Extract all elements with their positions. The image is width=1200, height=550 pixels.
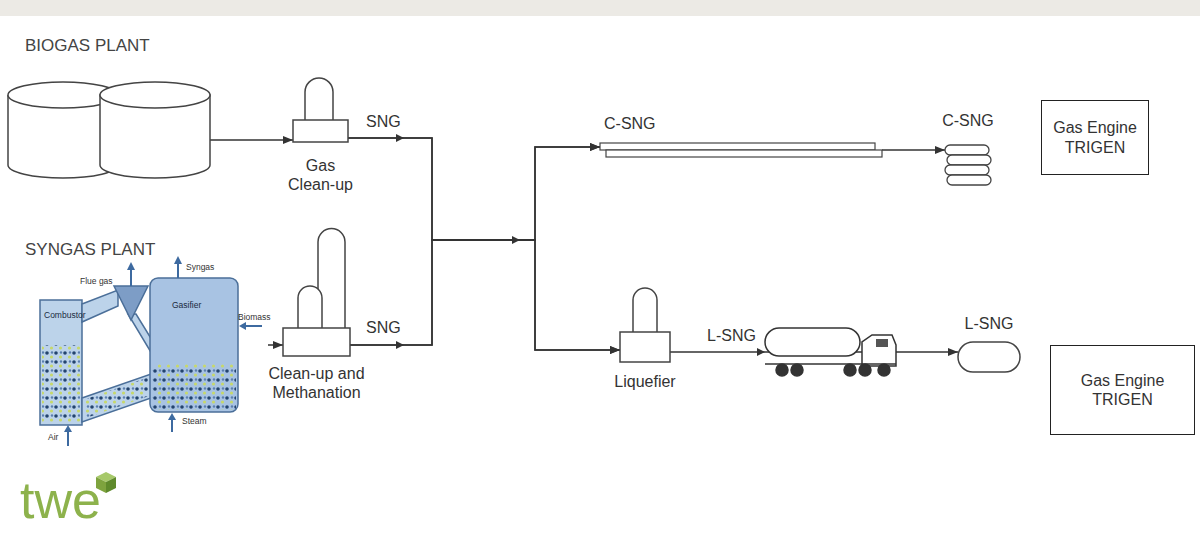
methanation-unit	[283, 328, 350, 356]
unit-label: C-SNG	[604, 114, 656, 133]
logo-wordmark: twe	[20, 474, 101, 526]
unit-label: Clean-up and Methanation	[262, 364, 372, 402]
biogas-plant: BIOGAS PLANT	[8, 80, 210, 180]
unit-label: BIOGAS PLANT	[25, 36, 150, 56]
flow-connector	[348, 138, 600, 240]
process-flow-arrow	[64, 256, 262, 446]
gas-cleanup-unit	[293, 120, 348, 142]
process-flow-arrow	[177, 262, 179, 278]
unit-label: L-SNG	[954, 314, 1024, 333]
tanker-truck	[791, 364, 803, 376]
pipeline: C-SNG	[600, 142, 882, 158]
process-flow-arrow	[171, 418, 173, 432]
tanker-truck	[859, 364, 871, 376]
process-flow-arrow	[130, 268, 132, 286]
syngas-plant-illustration	[152, 364, 236, 410]
flow-label: L-SNG	[705, 326, 758, 345]
syngas-plant-illustration	[114, 286, 148, 320]
tanker-truck	[878, 364, 890, 376]
syngas-plant-illustration	[42, 345, 80, 423]
flow-arrowhead	[396, 134, 404, 142]
part-label: Combustor	[44, 310, 86, 320]
syngas-plant-illustration	[82, 290, 118, 322]
tanker-truck	[844, 364, 856, 376]
lng-tank	[958, 342, 1020, 372]
syngas-plant-illustration	[40, 278, 238, 425]
methanation-unit	[283, 229, 350, 357]
syngas-plant: SYNGAS PLANTFlue gasSyngasCombustorGasif…	[40, 262, 268, 440]
tanker-truck	[862, 335, 896, 366]
methanation-unit	[298, 286, 322, 330]
flow-connector	[348, 138, 620, 350]
part-label: Flue gas	[80, 276, 113, 286]
part-label: Air	[48, 432, 58, 442]
part-label: Biomass	[238, 312, 271, 322]
logo-cube	[106, 477, 116, 493]
unit-label: Gas Clean-up	[285, 156, 357, 194]
top-band	[0, 0, 1200, 16]
gas-cleanup-unit	[305, 78, 333, 122]
lng-tank	[958, 342, 1020, 372]
gas-cylinders	[945, 145, 989, 155]
flow-arrowhead	[757, 348, 765, 356]
top-band	[0, 0, 1200, 16]
pipeline	[606, 150, 882, 157]
part-label: Steam	[182, 416, 207, 426]
engine-box: Gas Engine TRIGEN	[1041, 100, 1149, 175]
gas-cylinders	[945, 165, 989, 175]
unit-label: SYNGAS PLANT	[25, 240, 155, 260]
gas-cylinders	[947, 155, 991, 165]
process-flow-arrow	[67, 430, 69, 446]
biogas-tanks	[100, 82, 210, 108]
flow-connector	[882, 149, 945, 151]
flow-label: SNG	[364, 112, 403, 131]
liquefier-unit: Liquefier	[620, 288, 670, 362]
process-flow-arrow	[168, 413, 176, 420]
tanker-truck	[765, 328, 860, 356]
flow-label: SNG	[364, 318, 403, 337]
flow-connector	[268, 344, 283, 346]
tanker-truck	[776, 364, 788, 376]
part-label: Syngas	[186, 262, 214, 272]
process-flow-arrow	[174, 256, 182, 264]
methanation-unit: Clean-up and Methanation	[283, 228, 350, 356]
flow-arrowhead	[396, 341, 404, 349]
flow-connector	[350, 240, 620, 350]
gas-cylinders	[945, 145, 991, 185]
flow-connector	[350, 147, 600, 345]
liquefier-unit	[620, 332, 670, 362]
gas-cylinders: C-SNG	[945, 143, 991, 187]
flow-arrowhead	[512, 236, 520, 244]
flow-connector	[210, 139, 293, 141]
box-label: Gas Engine TRIGEN	[1077, 371, 1169, 409]
process-flow-arrow	[239, 322, 246, 330]
tanker-truck	[876, 339, 888, 347]
process-flow-arrow	[244, 325, 262, 327]
syngas-plant-illustration	[82, 374, 151, 422]
cleanup-unit: Gas Clean-up	[293, 78, 348, 142]
gas-cylinders	[947, 175, 991, 185]
lng-tank: L-SNG	[958, 342, 1020, 372]
flow-arrowhead	[396, 134, 765, 356]
syngas-plant-illustration	[150, 278, 238, 412]
unit-label: Liquefier	[605, 372, 685, 391]
liquefier-unit	[633, 288, 657, 334]
unit-label: C-SNG	[933, 111, 1003, 130]
pipeline	[600, 143, 875, 150]
biogas-tanks	[8, 82, 210, 178]
box-label: Gas Engine TRIGEN	[1049, 118, 1141, 156]
process-flow-arrow	[127, 262, 135, 270]
part-label: Gasifier	[172, 300, 201, 310]
syngas-plant-illustration	[86, 377, 149, 418]
tanker-truck	[765, 328, 896, 376]
pipeline	[600, 143, 882, 157]
liquefier-unit	[620, 288, 670, 362]
engine-box: Gas Engine TRIGEN	[1050, 345, 1195, 435]
gas-cleanup-unit	[293, 78, 348, 142]
process-flow-arrow	[64, 425, 72, 432]
